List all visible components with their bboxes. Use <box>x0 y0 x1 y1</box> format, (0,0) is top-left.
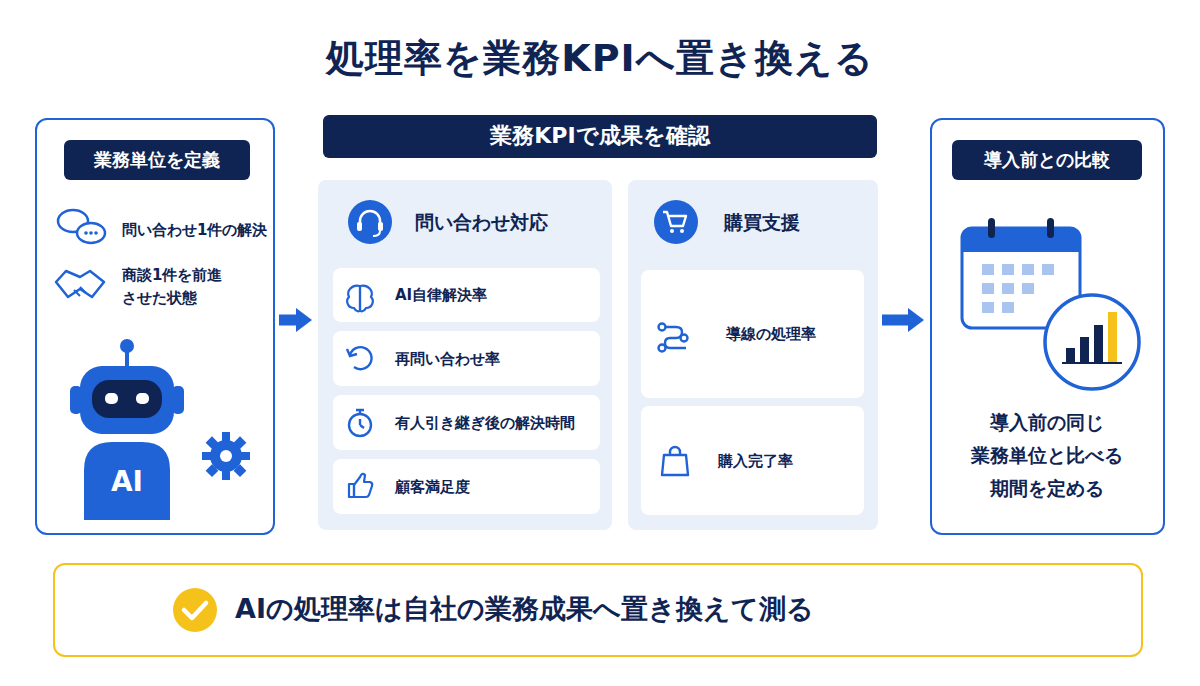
kpi-card: 有人引き継ぎ後の解決時間 <box>333 395 600 450</box>
kpi-card: 導線の処理率 <box>641 270 864 398</box>
kpi-card: 顧客満足度 <box>333 459 600 514</box>
comparison-box: 導入前との比較導入前の同じ 業務単位と比べる 期間を定める <box>930 118 1165 535</box>
unit-item: 問い合わせ1件の解決 <box>122 217 272 243</box>
kpi-label: 購入完了率 <box>718 406 858 515</box>
robot-label: AI <box>95 462 159 500</box>
header-pill: 導入前との比較 <box>952 140 1142 180</box>
kpi-card: 購入完了率 <box>641 406 864 515</box>
panel-heading: 購買支援 <box>724 207 869 237</box>
kpi-label: 有人引き継ぎ後の解決時間 <box>395 395 595 450</box>
header-band: 業務KPIで成果を確認 <box>323 115 877 158</box>
kpi-label: 導線の処理率 <box>726 270 861 398</box>
definition-box: 業務単位を定義問い合わせ1件の解決商談1件を前進 させた状態 <box>35 118 275 535</box>
unit-item: 商談1件を前進 させた状態 <box>122 262 254 312</box>
kpi-label: AI自律解決率 <box>395 268 595 322</box>
kpi-panel: 購買支援導線の処理率購入完了率 <box>628 180 878 530</box>
diagram-title: 処理率を業務KPIへ置き換える <box>0 30 1200 86</box>
conclusion-text: AIの処理率は自社の業務成果へ置き換えて測る <box>235 565 1125 654</box>
flow-arrow <box>279 315 296 326</box>
kpi-panel: 問い合わせ対応 AI自律解決率再問い合わせ率有人引き継ぎ後の解決時間顧客満足度 <box>318 180 612 530</box>
kpi-label: 再問い合わせ率 <box>395 331 595 386</box>
kpi-card: 再問い合わせ率 <box>333 331 600 386</box>
panel-heading: 問い合わせ対応 <box>415 207 600 237</box>
kpi-label: 顧客満足度 <box>395 459 595 514</box>
comparison-note: 導入前の同じ 業務単位と比べる 期間を定める <box>947 400 1147 510</box>
header-pill: 業務単位を定義 <box>64 140 250 180</box>
kpi-card: AI自律解決率 <box>333 268 600 322</box>
flow-arrow <box>882 315 908 326</box>
band-heading: 業務KPIで成果を確認 <box>323 115 877 158</box>
conclusion-band: AIの処理率は自社の業務成果へ置き換えて測る <box>53 563 1143 657</box>
